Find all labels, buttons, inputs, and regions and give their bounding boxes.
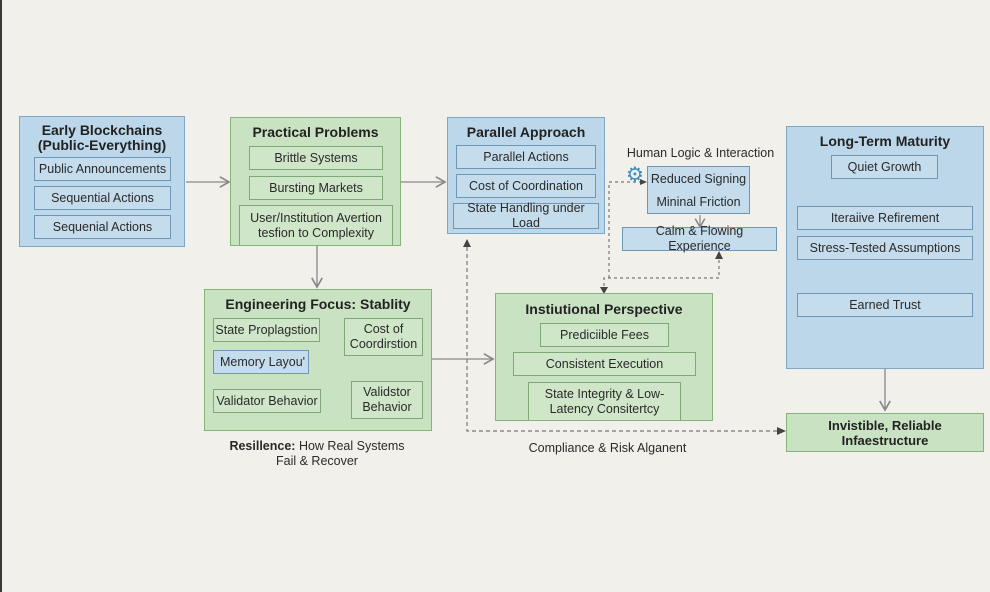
long-term-maturity-title: Long-Term Maturity (819, 133, 951, 149)
institutional-perspective-title: Instiutional Perspective (525, 301, 683, 317)
early-blockchains-panel: Early Blockchains (Public-Everything) Pu… (19, 116, 185, 247)
institutional-perspective-panel: Instiutional Perspective Prediciible Fee… (495, 293, 713, 421)
item-memory-layout: Memory Layou' (213, 350, 309, 374)
human-logic-title: Human Logic & Interaction (626, 146, 775, 160)
item-consistent-execution: Consistent Execution (513, 352, 696, 376)
resilience-caption-bold: Resillence: (229, 439, 296, 453)
item-sequential-actions: Sequential Actions (34, 186, 171, 210)
item-bursting-markets: Bursting Markets (249, 176, 383, 200)
item-state-integrity: State Integrity & Low-Latency Consitertc… (528, 382, 681, 420)
early-blockchains-title-line2: (Public-Everything) (37, 137, 167, 153)
item-state-propagation: State Proplagstion (213, 318, 320, 342)
gear-icon: ⚙ (626, 164, 644, 186)
item-parallel-actions: Parallel Actions (456, 145, 596, 169)
reduced-signing-box: Reduced Signing Mininal Friction (647, 166, 750, 214)
resilience-caption: Resillence: How Real Systems Fail & Reco… (212, 439, 422, 469)
early-blockchains-title-line1: Early Blockchains (41, 122, 163, 138)
parallel-approach-panel: Parallel Approach Parallel Actions Cost … (447, 117, 605, 234)
reduced-signing-text: Reduced Signing (650, 172, 747, 186)
resilience-caption-line1: How Real Systems (295, 439, 405, 453)
left-border (0, 0, 2, 592)
long-term-maturity-panel: Long-Term Maturity Quiet Growth Iteraiiv… (786, 126, 984, 369)
item-stress-tested-assumptions: Stress-Tested Assumptions (797, 236, 973, 260)
item-quiet-growth: Quiet Growth (831, 155, 938, 179)
dashed-calm-to-institutional (603, 254, 720, 291)
item-cost-of-coordirstion: Cost of Coordirstion (344, 318, 423, 356)
resilience-caption-line2: Fail & Recover (276, 454, 358, 468)
item-user-institution-aversion: User/Institution Avertion tesfion to Com… (239, 205, 393, 245)
invisible-infrastructure-line2: Infaestructure (841, 433, 929, 448)
engineering-focus-panel: Engineering Focus: Stablity State Propla… (204, 289, 432, 431)
practical-problems-panel: Practical Problems Brittle Systems Burst… (230, 117, 401, 246)
item-iterative-refinement: Iteraiive Refirement (797, 206, 973, 230)
item-cost-of-coordination: Cost of Coordination (456, 174, 596, 198)
item-predictable-fees: Prediciible Fees (540, 323, 669, 347)
item-earned-trust: Earned Trust (797, 293, 973, 317)
minimal-friction-text: Mininal Friction (656, 195, 741, 209)
item-validator-behavior-right: Validstor Behavior (351, 381, 423, 419)
item-brittle-systems: Brittle Systems (249, 146, 383, 170)
compliance-risk-label: Compliance & Risk Alganent (528, 441, 687, 455)
item-public-announcements: Public Announcements (34, 157, 171, 181)
item-validator-behavior-left: Validator Behavior (213, 389, 321, 413)
calm-flowing-experience-box: Calm & Flowing Experience (622, 224, 777, 253)
invisible-infrastructure-line1: Invistible, Reliable (828, 418, 942, 433)
engineering-focus-title: Engineering Focus: Stablity (225, 296, 411, 312)
invisible-infrastructure-panel: Invistible, Reliable Infaestructure (786, 413, 984, 452)
practical-problems-title: Practical Problems (252, 124, 379, 140)
parallel-approach-title: Parallel Approach (466, 124, 586, 140)
item-sequenial-actions: Sequenial Actions (34, 215, 171, 239)
item-state-handling: State Handling under Load (453, 201, 599, 230)
